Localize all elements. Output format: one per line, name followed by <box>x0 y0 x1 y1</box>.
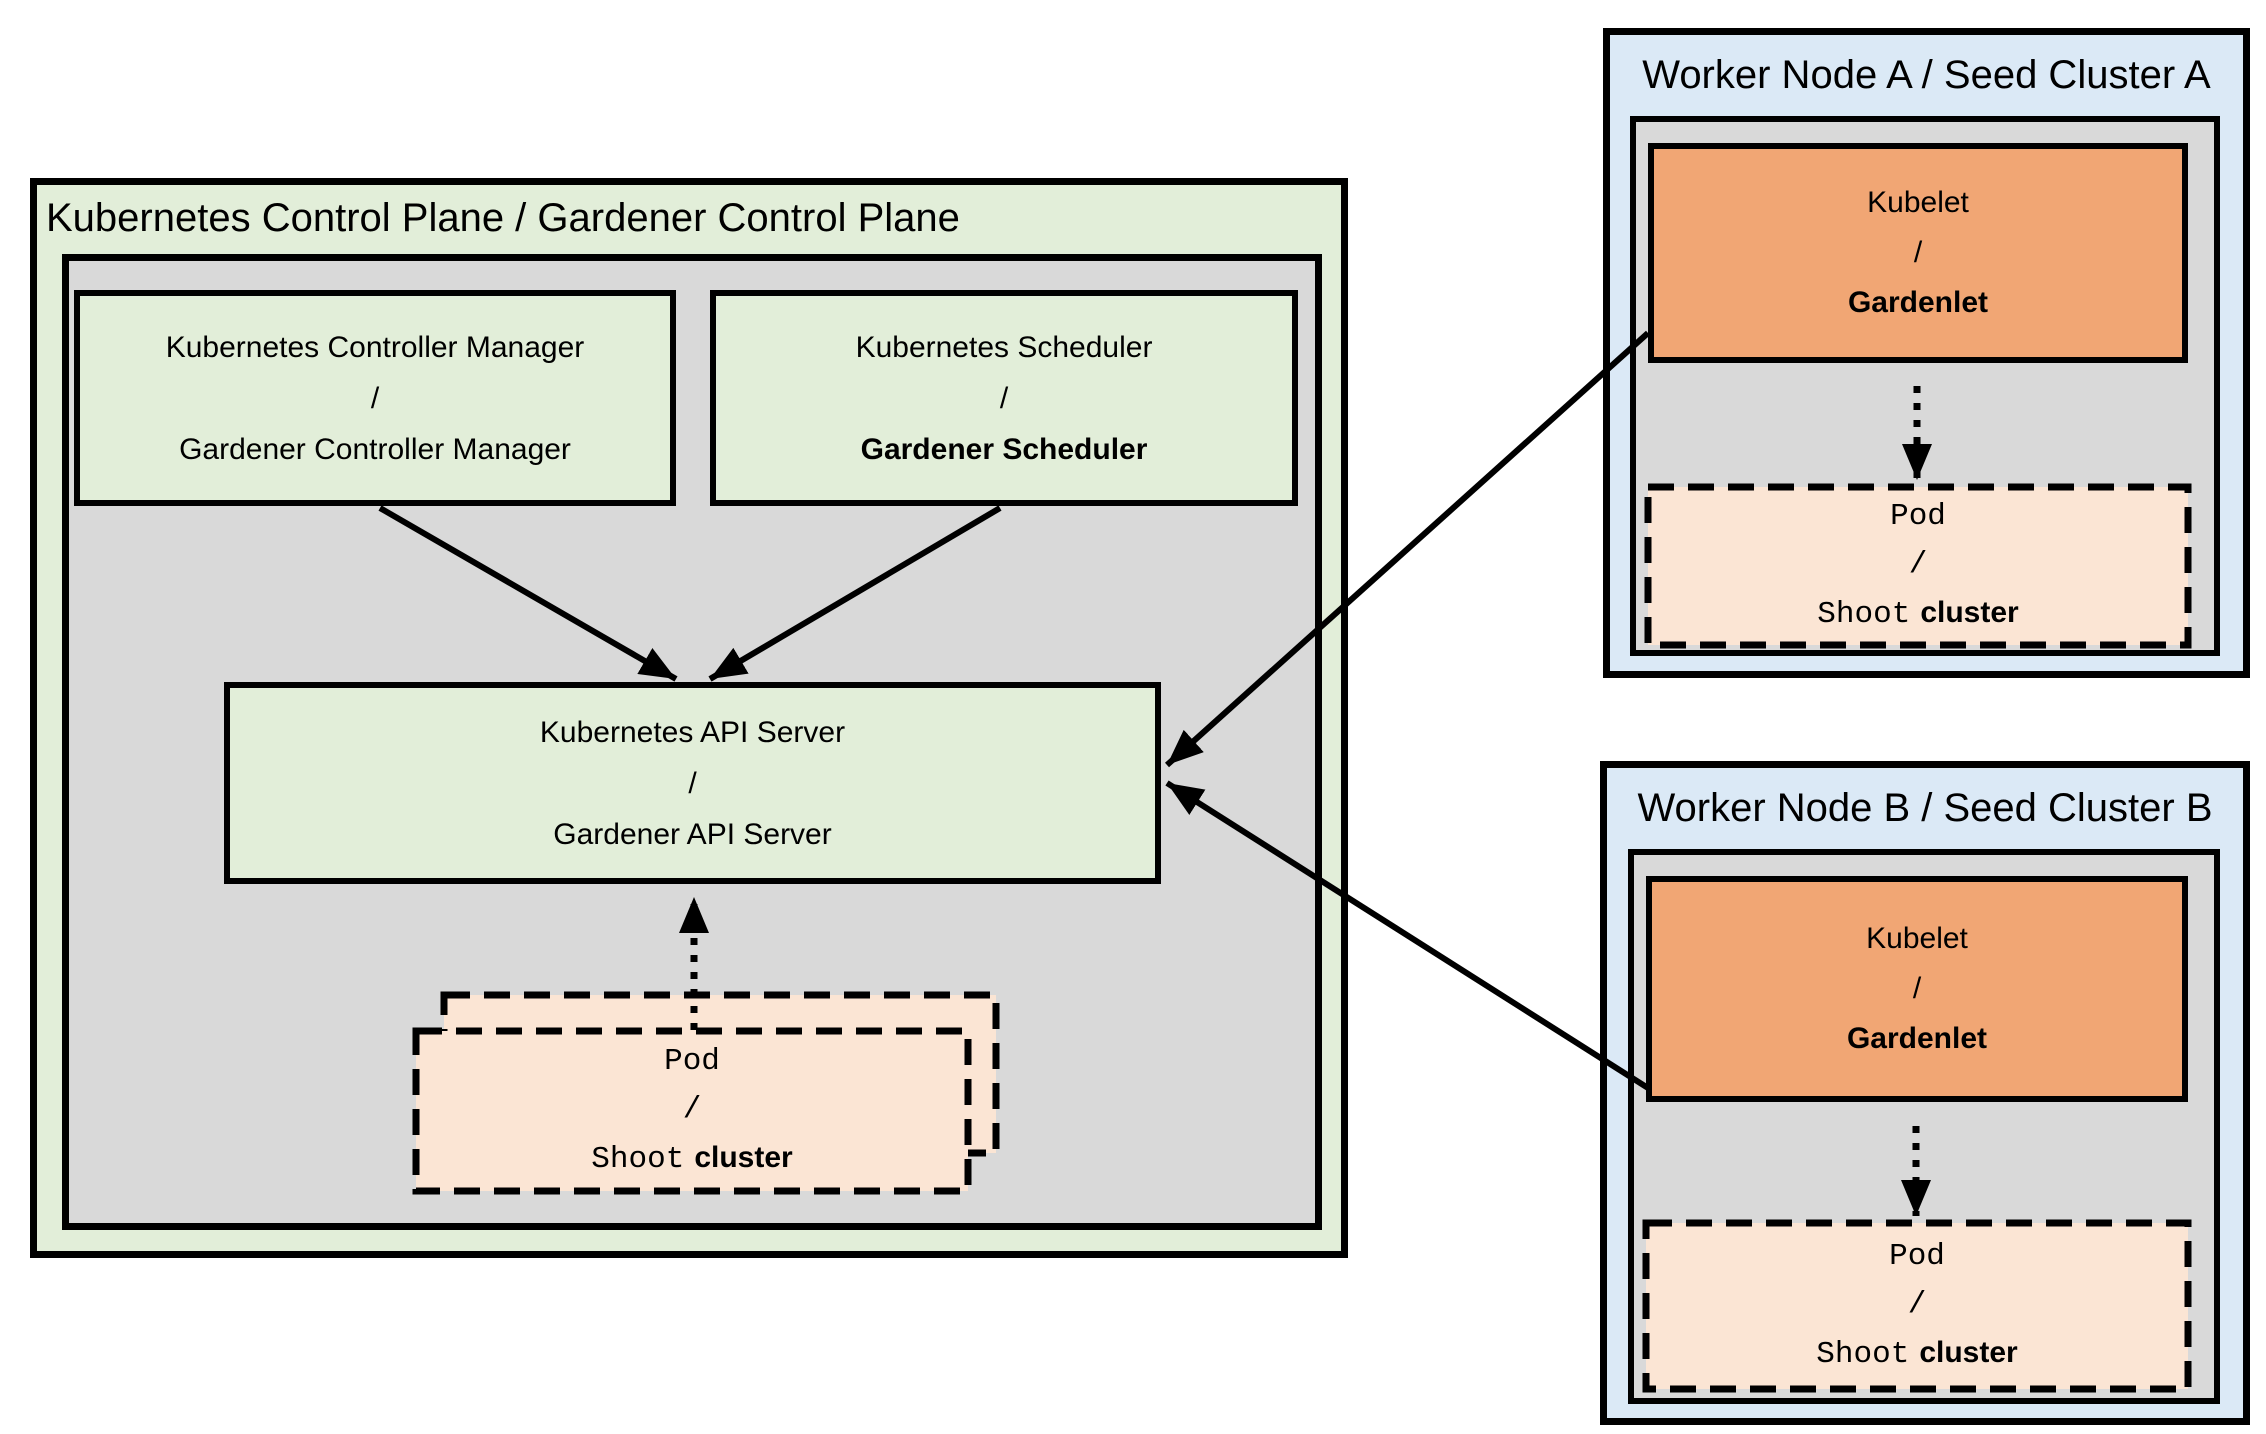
kubelet-b-box: Kubelet / Gardenlet <box>1646 876 2188 1102</box>
kubelet-a-line1: Kubelet <box>1867 186 1969 219</box>
controller-manager-line1: Kubernetes Controller Manager <box>165 330 585 364</box>
pod-shoot-cluster-label-b: Pod / Shoot cluster <box>1646 1223 2188 1389</box>
pod-cp-separator: / <box>682 1092 702 1127</box>
api-server-box: Kubernetes API Server / Gardener API Ser… <box>224 682 1161 884</box>
kubelet-a-box: Kubelet / Gardenlet <box>1648 143 2188 363</box>
scheduler-separator: / <box>999 381 1009 415</box>
pod-a-line1: Pod <box>1890 499 1946 534</box>
worker-node-b-title: Worker Node B / Seed Cluster B <box>1637 786 2213 830</box>
kubelet-a-separator: / <box>1913 236 1923 269</box>
scheduler-line2: Gardener Scheduler <box>860 432 1148 466</box>
pod-b-shoot-text: Shoot <box>1816 1337 1910 1372</box>
api-server-line1: Kubernetes API Server <box>539 715 846 749</box>
pod-b-line1: Pod <box>1889 1239 1945 1274</box>
pod-cp-line1: Pod <box>664 1044 720 1079</box>
worker-node-a-title: Worker Node A / Seed Cluster A <box>1642 53 2211 97</box>
controller-manager-box: Kubernetes Controller Manager / Gardener… <box>74 290 676 506</box>
pod-cp-shoot-text: Shoot <box>591 1142 685 1177</box>
pod-b-separator: / <box>1907 1287 1927 1322</box>
control-plane-title: Kubernetes Control Plane / Gardener Cont… <box>46 196 960 240</box>
pod-shoot-cluster-label-a: Pod / Shoot cluster <box>1648 487 2188 645</box>
pod-a-line3: Shoot cluster <box>1817 589 2018 639</box>
controller-manager-line2: Gardener Controller Manager <box>179 432 571 466</box>
scheduler-line1: Kubernetes Scheduler <box>855 330 1153 364</box>
scheduler-box: Kubernetes Scheduler / Gardener Schedule… <box>710 290 1298 506</box>
pod-shoot-cluster-label-cp: Pod / Shoot cluster <box>416 1031 968 1191</box>
api-server-separator: / <box>688 766 697 800</box>
controller-manager-separator: / <box>370 381 380 415</box>
pod-b-line3: Shoot cluster <box>1816 1329 2017 1379</box>
kubelet-b-separator: / <box>1912 972 1922 1005</box>
api-server-line2: Gardener API Server <box>553 817 832 851</box>
pod-cp-cluster-text: cluster <box>694 1141 793 1174</box>
pod-a-separator: / <box>1908 547 1928 582</box>
kubelet-b-line2: Gardenlet <box>1846 1022 1988 1055</box>
pod-cp-line3: Shoot cluster <box>591 1134 792 1184</box>
kubelet-b-line1: Kubelet <box>1866 922 1968 955</box>
pod-a-shoot-text: Shoot <box>1817 597 1911 632</box>
pod-a-cluster-text: cluster <box>1920 596 2019 629</box>
kubelet-a-line2: Gardenlet <box>1847 286 1989 319</box>
pod-b-cluster-text: cluster <box>1919 1336 2018 1369</box>
